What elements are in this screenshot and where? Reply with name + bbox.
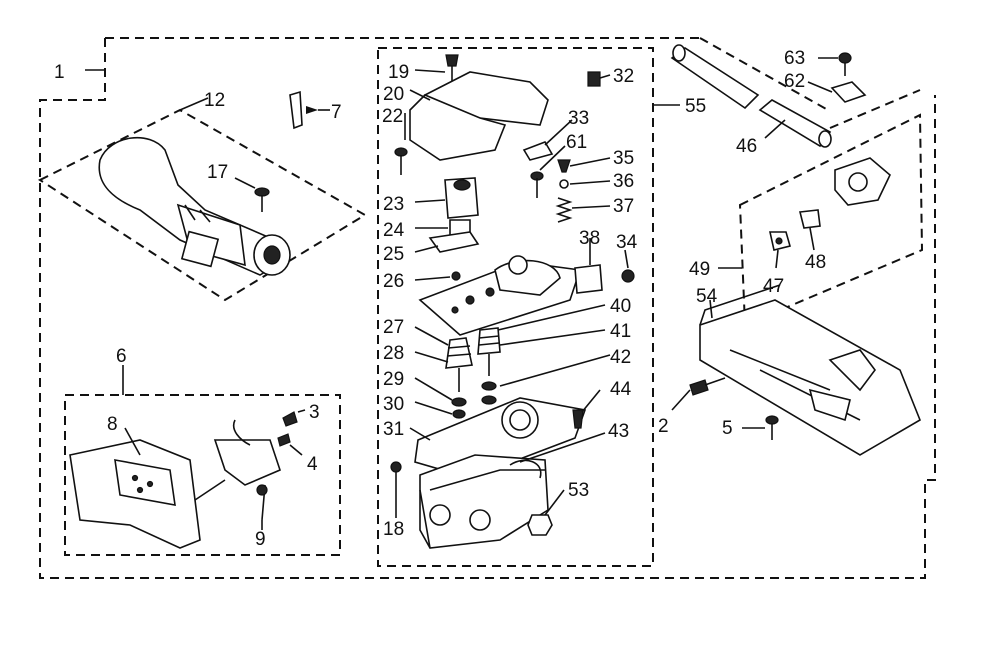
label-54: 54: [696, 286, 718, 307]
label-32: 32: [613, 66, 634, 87]
label-43: 43: [608, 421, 629, 442]
label-33: 33: [568, 108, 589, 129]
pilot-tubes-46: [670, 37, 921, 148]
label-61: 61: [566, 132, 587, 153]
pin-7: [289, 90, 330, 130]
label-44: 44: [610, 379, 632, 400]
label-20: 20: [383, 84, 404, 105]
label-24: 24: [383, 220, 405, 241]
gas-valve-components: [390, 54, 635, 549]
label-48: 48: [805, 252, 826, 273]
label-9: 9: [255, 529, 266, 550]
label-35: 35: [613, 148, 634, 169]
label-31: 31: [383, 419, 404, 440]
label-27: 27: [383, 317, 404, 338]
label-63: 63: [784, 48, 805, 69]
label-30: 30: [383, 394, 404, 415]
label-25: 25: [383, 244, 404, 265]
label-55: 55: [685, 96, 706, 117]
burner-assembly-12: [37, 108, 367, 302]
label-34: 34: [616, 232, 638, 253]
label-49: 49: [689, 259, 710, 280]
label-7: 7: [331, 102, 342, 123]
label-22: 22: [382, 106, 403, 127]
manifold-bracket-54: [689, 284, 921, 456]
label-47: 47: [763, 276, 784, 297]
callout-labels: 1 12 7 17 6 8 3 4 9 19 20 22 23 24 25 26…: [54, 48, 826, 550]
gas-valve-box-55: [377, 47, 654, 567]
label-29: 29: [383, 369, 404, 390]
label-12: 12: [204, 90, 225, 111]
label-5: 5: [722, 418, 733, 439]
label-6: 6: [116, 346, 127, 367]
label-40: 40: [610, 296, 631, 317]
label-8: 8: [107, 414, 118, 435]
label-46: 46: [736, 136, 757, 157]
assembly-1-boundary: [39, 37, 936, 579]
screw-17: [234, 177, 270, 212]
label-18: 18: [383, 519, 404, 540]
fitting-group-49: [738, 113, 924, 327]
label-1: 1: [54, 62, 65, 83]
label-2: 2: [658, 416, 669, 437]
label-26: 26: [383, 271, 404, 292]
label-42: 42: [610, 347, 631, 368]
label-41: 41: [610, 321, 631, 342]
label-19: 19: [388, 62, 409, 83]
label-23: 23: [383, 194, 404, 215]
label-3: 3: [309, 402, 320, 423]
igniter-bracket-6: [64, 365, 341, 556]
label-36: 36: [613, 171, 634, 192]
label-37: 37: [613, 196, 634, 217]
label-28: 28: [383, 343, 404, 364]
label-4: 4: [307, 454, 318, 475]
label-38: 38: [579, 228, 600, 249]
label-53: 53: [568, 480, 589, 501]
label-62: 62: [784, 71, 805, 92]
label-17: 17: [207, 162, 228, 183]
leader-lines: [124, 57, 838, 530]
